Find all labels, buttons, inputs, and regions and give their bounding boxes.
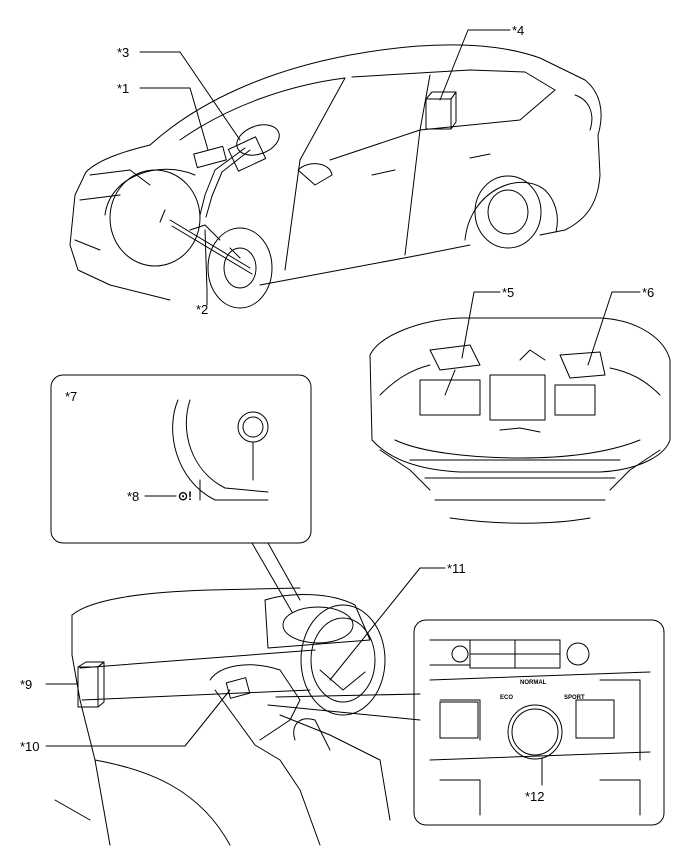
callout-3: *3: [117, 45, 130, 60]
engine-compartment-illustration: [369, 291, 671, 524]
callout-10: *10: [20, 739, 40, 754]
meter-detail-callout: [50, 374, 312, 613]
callout-12: *12: [525, 789, 545, 804]
normal-mode-label: NORMAL: [520, 680, 547, 686]
callout-4: *4: [512, 23, 525, 38]
drive-mode-switch-callout: [413, 619, 665, 826]
callout-7: *7: [65, 389, 78, 404]
sport-mode-label: SPORT: [564, 695, 585, 701]
callout-2: *2: [196, 302, 209, 317]
callout-8: *8: [127, 489, 140, 504]
callout-11: *11: [447, 561, 466, 576]
vehicle-illustration: [69, 29, 602, 309]
callout-1: *1: [117, 81, 130, 96]
dashboard-illustration: [45, 567, 446, 846]
callout-9: *9: [20, 677, 33, 692]
warning-light-icon: ⊙!: [178, 489, 193, 503]
eco-mode-label: ECO: [500, 695, 514, 701]
callout-5: *5: [502, 285, 515, 300]
callout-6: *6: [642, 285, 655, 300]
